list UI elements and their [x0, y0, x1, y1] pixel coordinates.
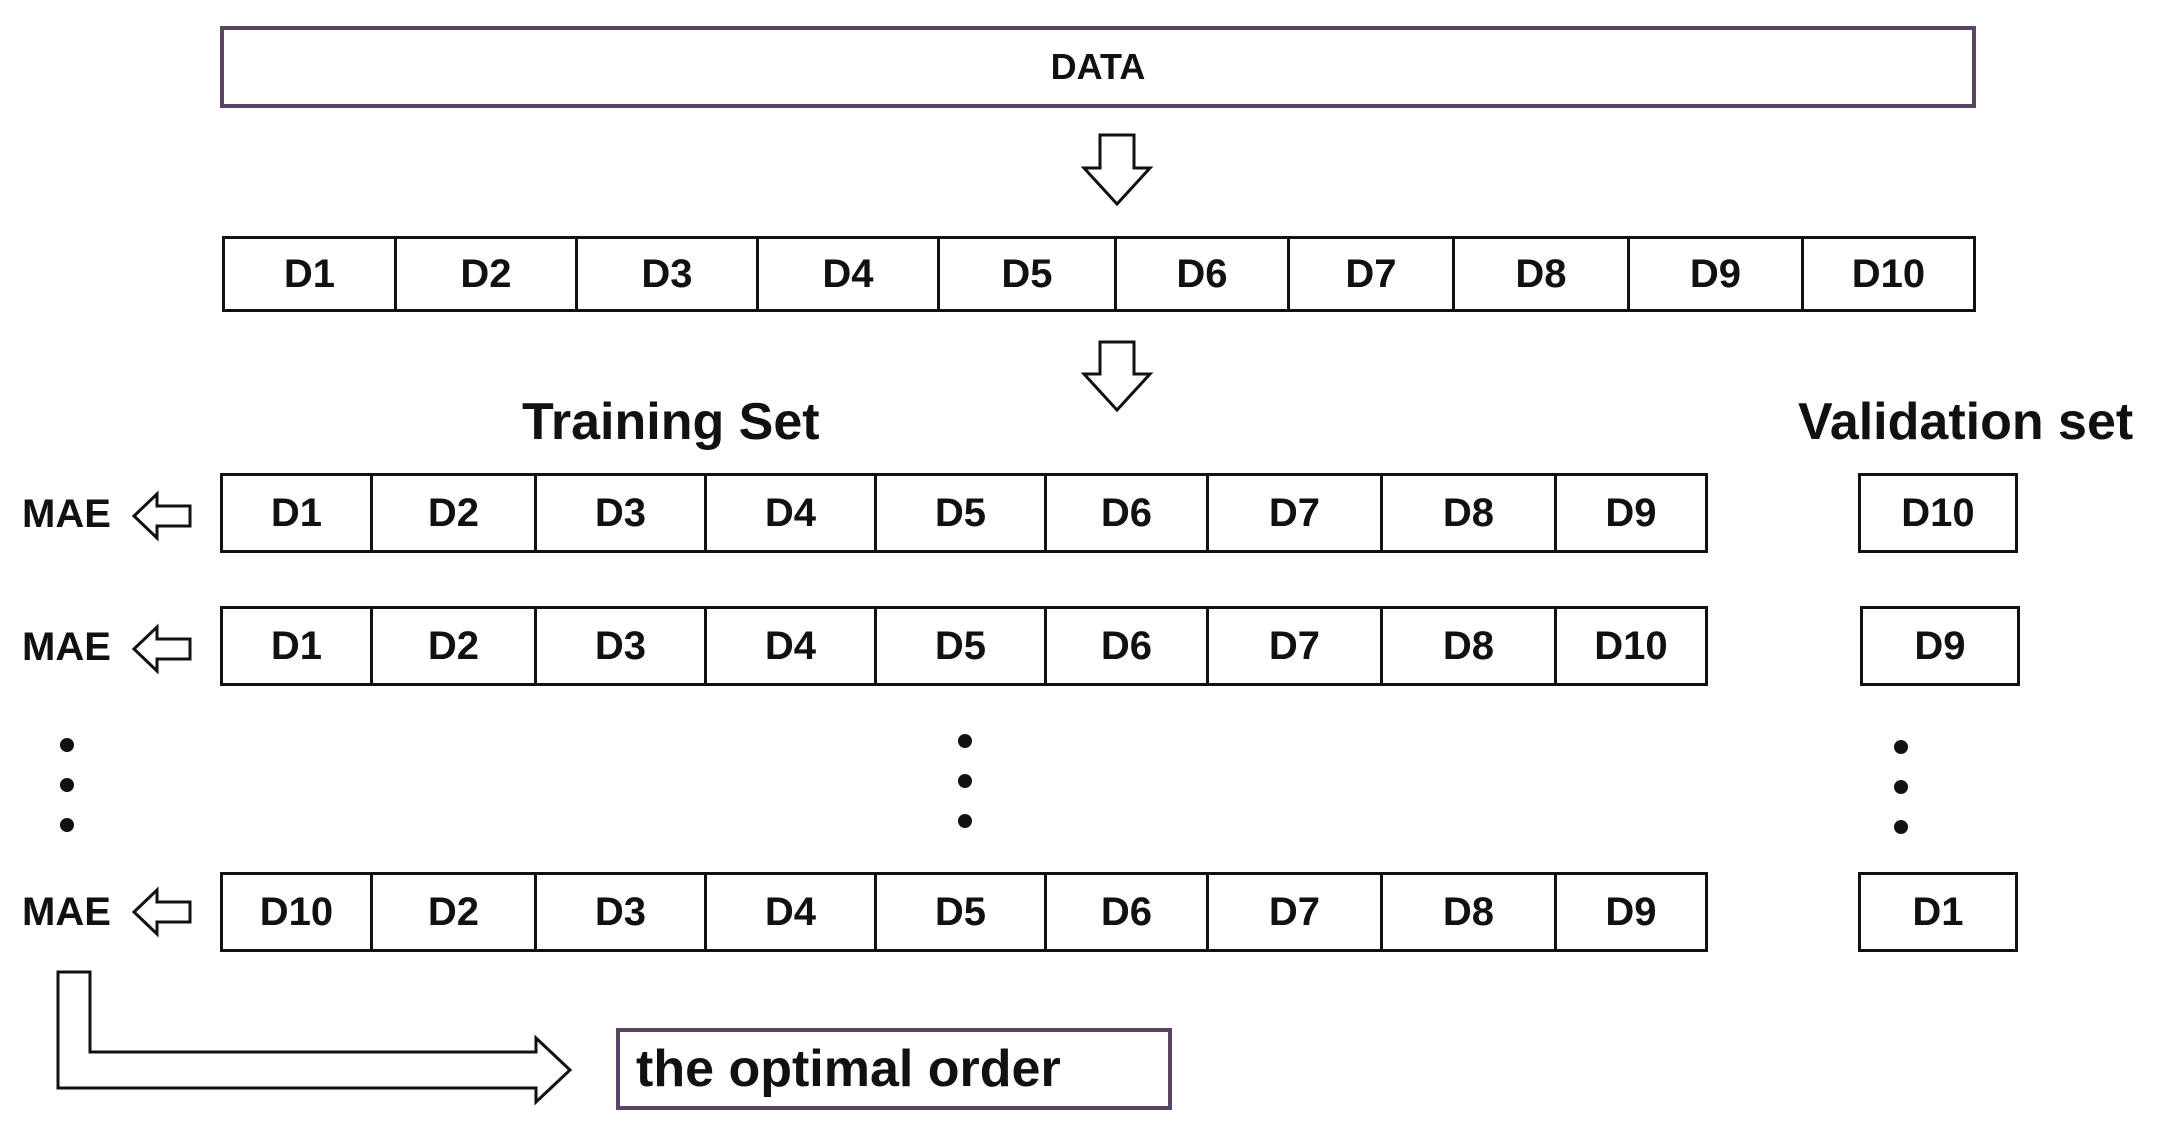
fold-cell: D1: [225, 239, 397, 309]
training-cell: D2: [373, 875, 537, 949]
elbow-arrow-icon: [56, 970, 573, 1106]
training-row: D1 D2 D3 D4 D5 D6 D7 D8 D9: [220, 473, 1708, 553]
fold-cell: D10: [1851, 251, 1926, 296]
data-label: DATA: [1050, 46, 1146, 87]
training-cell: D8: [1383, 476, 1557, 550]
validation-box: D10: [1858, 473, 2018, 553]
training-cell: D6: [1047, 609, 1209, 683]
training-cell: D9: [1605, 490, 1657, 535]
training-cell: D7: [1209, 609, 1383, 683]
training-cell: D4: [707, 476, 877, 550]
down-arrow-icon: [1080, 340, 1154, 413]
fold-cell: D9: [1630, 239, 1804, 309]
ellipsis-dots-center: [958, 734, 972, 854]
fold-cell: D7: [1290, 239, 1455, 309]
fold-cell: D3: [578, 239, 759, 309]
validation-box: D1: [1858, 872, 2018, 952]
training-row: D1 D2 D3 D4 D5 D6 D7 D8 D10: [220, 606, 1708, 686]
training-cell: D8: [1383, 875, 1557, 949]
training-cell: D4: [707, 875, 877, 949]
ellipsis-dots-left: [60, 738, 74, 858]
training-cell: D3: [537, 875, 707, 949]
training-cell: D9: [1605, 889, 1657, 934]
optimal-order-box: the optimal order: [616, 1028, 1172, 1110]
mae-label: MAE: [22, 492, 111, 536]
fold-cell: D8: [1455, 239, 1630, 309]
training-cell: D5: [877, 875, 1047, 949]
training-cell: D1: [223, 476, 373, 550]
left-arrow-icon: [131, 886, 192, 938]
training-cell: D4: [707, 609, 877, 683]
training-cell: D2: [373, 609, 537, 683]
left-arrow-icon: [131, 490, 192, 542]
training-row: D10 D2 D3 D4 D5 D6 D7 D8 D9: [220, 872, 1708, 952]
fold-cell: D6: [1117, 239, 1290, 309]
training-cell: D8: [1383, 609, 1557, 683]
mae-label: MAE: [22, 890, 111, 934]
training-cell: D3: [537, 476, 707, 550]
training-cell: D7: [1209, 476, 1383, 550]
training-cell: D1: [223, 609, 373, 683]
training-cell: D3: [537, 609, 707, 683]
fold-cell: D5: [940, 239, 1117, 309]
fold-cell: D4: [759, 239, 940, 309]
training-cell: D6: [1047, 875, 1209, 949]
training-cell: D7: [1209, 875, 1383, 949]
validation-set-heading: Validation set: [1798, 393, 2134, 451]
data-box: DATA: [220, 26, 1976, 108]
fold-row: D1 D2 D3 D4 D5 D6 D7 D8 D9 D10: [222, 236, 1976, 312]
training-cell: D5: [877, 476, 1047, 550]
fold-cell: D2: [397, 239, 578, 309]
validation-box: D9: [1860, 606, 2020, 686]
ellipsis-dots-right: [1894, 740, 1908, 860]
training-cell: D5: [877, 609, 1047, 683]
training-cell: D2: [373, 476, 537, 550]
training-set-heading: Training Set: [522, 393, 820, 451]
optimal-order-label: the optimal order: [636, 1040, 1061, 1098]
training-cell: D10: [1594, 623, 1668, 668]
down-arrow-icon: [1080, 133, 1154, 207]
training-cell: D10: [223, 875, 373, 949]
left-arrow-icon: [131, 623, 192, 675]
mae-label: MAE: [22, 625, 111, 669]
training-cell: D6: [1047, 476, 1209, 550]
